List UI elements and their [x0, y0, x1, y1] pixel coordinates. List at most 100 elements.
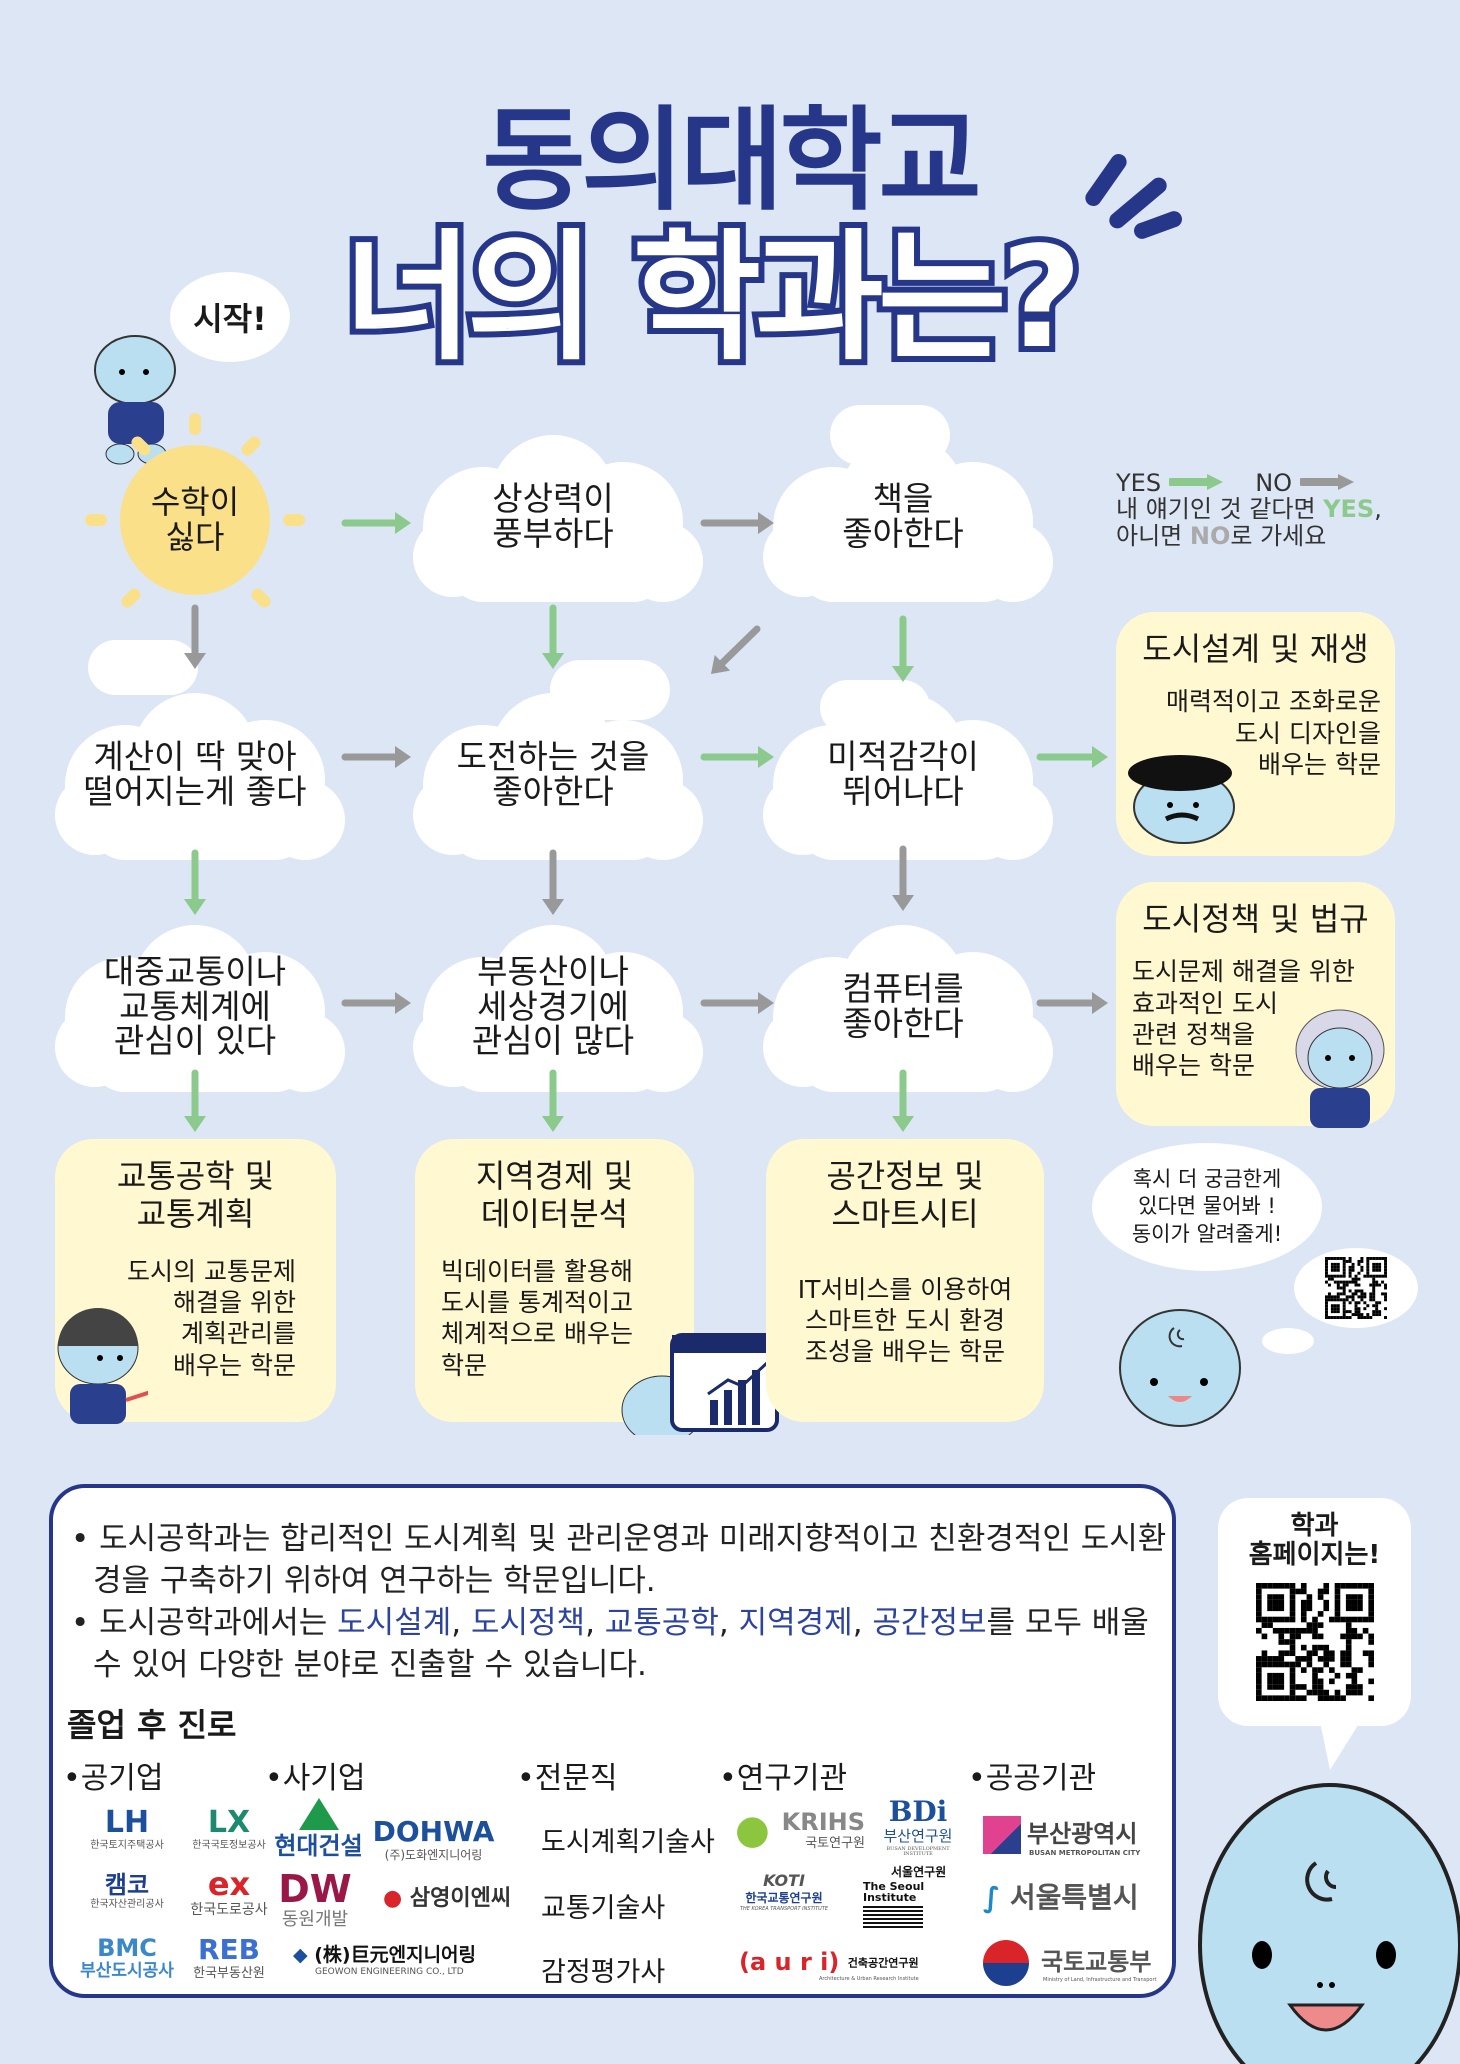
logo-name: 한국국토정보공사: [192, 1840, 266, 1851]
yes-arrow-icon: [892, 615, 914, 682]
sun-ray: [85, 514, 107, 526]
logo-mark: DOHWA: [372, 1815, 495, 1848]
legend-no: NO: [1255, 469, 1293, 497]
sun-ray: [283, 514, 305, 526]
yes-arrow-icon: [542, 604, 564, 669]
mascot-beret-icon: [1128, 755, 1235, 844]
legend-text: 내 얘기인 것 같다면: [1116, 495, 1324, 524]
field-highlight: 교통공학: [604, 1605, 719, 1641]
logo-mark: 부산광역시: [1027, 1820, 1138, 1848]
node-label: 책을 좋아한다: [842, 479, 964, 553]
sun-ray: [238, 433, 264, 459]
info-panel: • 도시공학과는 합리적인 도시계획 및 관리운영과 미래지향적이고 친환경적인…: [49, 1484, 1176, 1998]
logo-mark: 서울특별시: [1009, 1881, 1139, 1914]
logo-name: 한국토지주택공사: [90, 1840, 164, 1851]
node-label: 컴퓨터를 좋아한다: [842, 969, 964, 1043]
sun-ray: [248, 585, 274, 611]
result-spatial: 공간정보 및 스마트시티 IT서비스를 이용하여 스마트한 도시 환경 조성을 …: [766, 1139, 1044, 1422]
mascot-start-icon: [94, 335, 176, 465]
logo-mark: KRIHS: [781, 1808, 865, 1836]
node-hate-math: 수학이 싫다: [120, 445, 270, 595]
logo-mark: 현대건설: [274, 1832, 363, 1860]
logo-sub: BUSAN DEVELOPMENT INSTITUTE: [886, 1846, 950, 1857]
profession-item: 교통기술사: [541, 1893, 666, 1924]
node-like-books: 책을 좋아한다: [763, 435, 1053, 602]
title-line2: 너의 학과는?: [338, 211, 1088, 386]
yes-arrow-icon: [1166, 474, 1223, 490]
data-chart-mascot-icon: [621, 1333, 779, 1435]
logo-samyoung: ● 삼영이엔씨: [383, 1886, 512, 1911]
result-regional: 지역경제 및 데이터분석 빅데이터를 활용해 도시를 통계적이고 체계적으로 배…: [415, 1139, 694, 1422]
logo-name: GEOWON ENGINEERING CO., LTD: [315, 1967, 464, 1977]
logo-mark: BDi: [888, 1795, 948, 1828]
legend-no-highlight: NO: [1189, 521, 1231, 550]
result-desc: 매력적이고 조화로운 도시 디자인을 배우는 학문: [1166, 687, 1381, 779]
no-arrow-icon: [1297, 474, 1354, 490]
cloud-shape: [413, 693, 703, 860]
node-imaginative: 상상력이 풍부하다: [413, 435, 703, 602]
logo-name: 한국도로공사: [190, 1902, 268, 1918]
logo-mark: 삼영이엔씨: [409, 1886, 512, 1911]
logo-mark: 국토교통부: [1041, 1948, 1152, 1976]
info-paragraph-2: • 도시공학과에서는 도시설계, 도시정책, 교통공학, 지역경제, 공간정보를…: [71, 1602, 1171, 1686]
category-label: •공기업: [63, 1761, 164, 1796]
mascot-judge-icon: [1295, 1009, 1385, 1128]
logo-mark: KOTI: [763, 1871, 805, 1890]
cloud-shape: [763, 925, 1053, 1092]
mascot-face-icon: [1119, 1309, 1241, 1427]
result-title: 공간정보 및 스마트시티: [826, 1157, 984, 1234]
node-label: 계산이 딱 맞아 떨어지는게 좋다: [83, 737, 307, 811]
node-transit: 대중교통이나 교통체계에 관심이 있다: [55, 925, 345, 1092]
legend-yes: YES: [1116, 469, 1162, 497]
logo-name: 동원개발: [281, 1909, 349, 1930]
category-private: •사기업: [265, 1753, 366, 1807]
logo-mark: 캠코: [104, 1871, 150, 1899]
node-realestate: 부동산이나 세상경기에 관심이 많다: [413, 925, 703, 1092]
profession-item: 도시계획기술사: [541, 1827, 715, 1858]
sep: ,: [451, 1605, 471, 1641]
sep: ,: [718, 1605, 739, 1641]
category-label: •전문직: [517, 1761, 618, 1796]
logo-sub: THE KOREA TRANSPORT INSTITUTE: [739, 1906, 829, 1912]
profession-item: 감정평가사: [541, 1957, 666, 1988]
logo-sub: Architecture & Urban Research Institute: [819, 1976, 919, 1982]
cloud-shape: [55, 693, 345, 860]
node-label: 대중교통이나 교통체계에 관심이 있다: [103, 952, 287, 1061]
category-research: •연구기관: [719, 1753, 847, 1807]
result-desc: IT서비스를 이용하여 스마트한 도시 환경 조성을 배우는 학문: [797, 1274, 1013, 1367]
start-bubble: 시작!: [170, 272, 290, 362]
logo-mark: DW: [278, 1867, 352, 1911]
result-desc: 도시문제 해결을 위한 효과적인 도시 관련 정책을 배우는 학문: [1132, 957, 1355, 1081]
field-highlight: 지역경제: [738, 1605, 853, 1641]
bubble-tail: [1320, 1722, 1360, 1770]
logo-name: 한국자산관리공사: [90, 1899, 164, 1910]
field-highlight: 도시정책: [470, 1605, 586, 1641]
logo-mark: 서울연구원: [891, 1865, 947, 1879]
logo-name: 한국교통연구원: [745, 1891, 823, 1905]
result-title: 교통공학 및 교통계획: [116, 1157, 275, 1234]
qr-bubble: [1294, 1248, 1418, 1328]
result-title: 도시설계 및 재생: [1142, 630, 1369, 668]
node-challenge: 도전하는 것을 좋아한다: [413, 693, 703, 860]
cloud-shape: [763, 693, 1053, 860]
legend-text: 아니면: [1116, 521, 1190, 550]
legend-yes-highlight: YES: [1323, 495, 1375, 524]
result-title: 지역경제 및 데이터분석: [475, 1157, 634, 1234]
category-government: •공공기관: [968, 1753, 1096, 1807]
info-text: 를 모두 배울 수 있어 다양한 분야로 진출할 수 있습니다.: [93, 1605, 1149, 1683]
cloud-shape: [413, 925, 703, 1092]
node-label: 도전하는 것을 좋아한다: [456, 737, 650, 811]
title-line1: 동의대학교: [482, 96, 981, 226]
node-label: 수학이 싫다: [150, 482, 240, 556]
sun-ray: [118, 585, 144, 611]
logo-mark: (a u r i): [739, 1948, 840, 1976]
logo-seoul: ∫ 서울특별시: [983, 1881, 1139, 1914]
qr-code-icon[interactable]: [1325, 1257, 1387, 1319]
logo-mark: (株)巨元엔지니어링: [314, 1944, 477, 1966]
homepage-qr-code-icon[interactable]: [1255, 1583, 1374, 1702]
cloud-shape: [763, 435, 1053, 602]
logo-dohwa: DOHWA(주)도화엔지니어링: [371, 1815, 496, 1862]
